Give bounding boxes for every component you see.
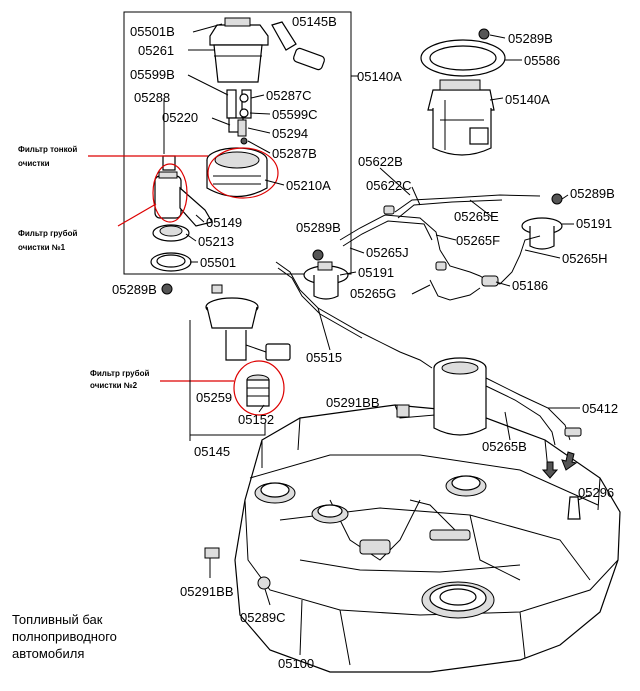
label-05100: 05100 [278,656,314,671]
fuel-tank-05100 [234,404,621,673]
pump-05412 [433,357,582,479]
label-05622b: 05622B [358,154,403,169]
label-05210a: 05210A [286,178,331,193]
label-05265g: 05265G [350,286,396,301]
label-05265f: 05265F [456,233,500,248]
note-coarse2-line1: Фильтр грубой [90,369,149,378]
label-05191-mid: 05191 [358,265,394,280]
label-05220: 05220 [162,110,198,125]
part-05191-right [521,193,563,250]
label-05265j: 05265J [366,245,409,260]
label-05140a-left: 05140A [357,69,402,84]
label-05145: 05145 [194,444,230,459]
label-05501b: 05501B [130,24,175,39]
label-05289b-top: 05289B [508,31,553,46]
label-05261: 05261 [138,43,174,58]
label-05186: 05186 [512,278,548,293]
pump-assembly-05140a-box [123,11,358,275]
filter-highlights [88,147,285,416]
note-coarse1-line1: Фильтр грубой [18,229,77,238]
label-05259: 05259 [196,390,232,405]
pump-assembly-05145 [189,284,291,441]
label-05501: 05501 [200,255,236,270]
label-05265h: 05265H [562,251,608,266]
label-05599c: 05599C [272,107,318,122]
note-fine-filter-line1: Фильтр тонкой [18,145,77,154]
label-05289b-left: 05289B [112,282,157,297]
part-labels: 05501B 05145B 05261 05599B 05140A 05287C… [112,14,618,671]
label-05287c: 05287C [266,88,312,103]
caption: Топливный бак полноприводного автомобиля [12,612,117,661]
label-05287b: 05287B [272,146,317,161]
label-05288: 05288 [134,90,170,105]
label-05599b: 05599B [130,67,175,82]
leader-lines [163,23,591,656]
label-05213: 05213 [198,234,234,249]
label-05294: 05294 [272,126,308,141]
pump-05140a-right [420,28,506,156]
caption-line3: автомобиля [12,646,84,661]
small-bolts [161,283,581,590]
label-05291bb-bottom: 05291BB [180,584,234,599]
note-fine-filter-line2: очистки [18,159,50,168]
label-05515: 05515 [306,350,342,365]
label-05191-right: 05191 [576,216,612,231]
coarse-filter-1-05149 [154,155,213,227]
note-coarse2-line2: очистки №2 [90,381,138,390]
label-05265b: 05265B [482,439,527,454]
caption-line1: Топливный бак [12,612,103,627]
label-05145b: 05145B [292,14,337,29]
label-05412: 05412 [582,401,618,416]
label-05289b-right: 05289B [570,186,615,201]
pump-module-05210a [206,17,325,197]
label-05289c: 05289C [240,610,286,625]
label-05586: 05586 [524,53,560,68]
note-coarse1-line2: очистки №1 [18,243,66,252]
label-05291bb-top: 05291BB [326,395,380,410]
label-05152: 05152 [238,412,274,427]
filter-notes: Фильтр тонкой очистки Фильтр грубой очис… [18,145,149,390]
part-05213-05501 [150,224,192,272]
part-05191-mid [303,249,349,300]
fuel-lines [275,194,541,369]
label-05140a-right: 05140A [505,92,550,107]
label-05622c: 05622C [366,178,412,193]
label-05289b-mid: 05289B [296,220,341,235]
label-05149: 05149 [206,215,242,230]
caption-line2: полноприводного [12,629,117,644]
label-05296: 05296 [578,485,614,500]
label-05265e: 05265E [454,209,499,224]
